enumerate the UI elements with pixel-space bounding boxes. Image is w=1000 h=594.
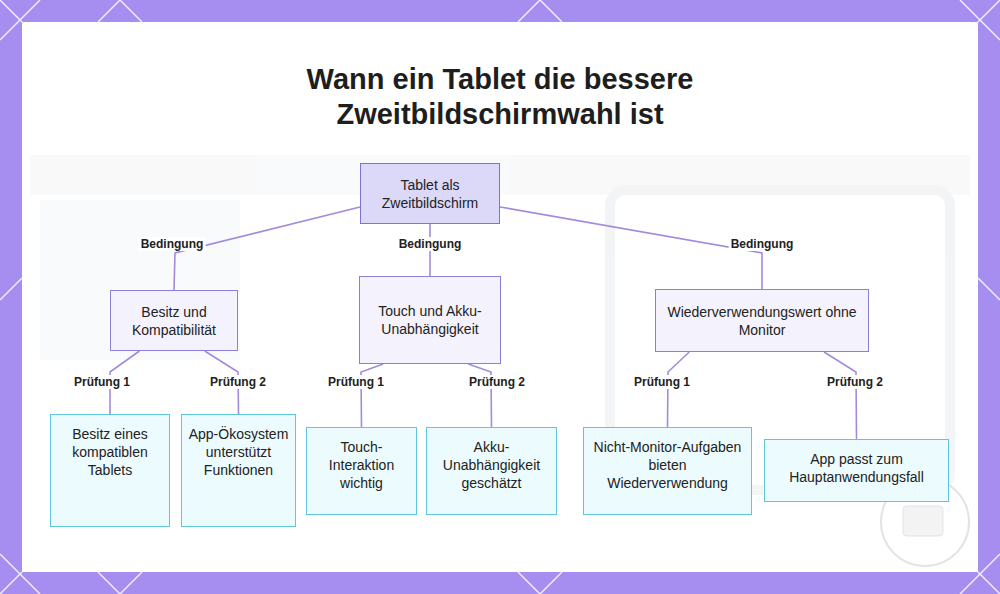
- condition-box: Besitz und Kompatibilität: [110, 290, 238, 351]
- edge-label: Prüfung 2: [467, 375, 527, 389]
- root-box: Tablet als Zweitbildschirm: [360, 163, 500, 224]
- check-box: Akku-Unabhängigkeit geschätzt: [426, 427, 557, 515]
- check-box: App passt zum Hauptanwendungsfall: [764, 439, 949, 502]
- node-label: Akku-Unabhängigkeit geschätzt: [433, 438, 550, 492]
- node-label: Touch-Interaktion wichtig: [313, 438, 410, 492]
- condition-box: Touch und Akku-Unabhängigkeit: [359, 276, 501, 364]
- content-panel: [22, 22, 978, 572]
- edge-label: Prüfung 1: [326, 375, 386, 389]
- check-box: App-Ökosystem unterstützt Funktionen: [181, 414, 296, 527]
- node-label: Besitz und Kompatibilität: [117, 303, 231, 339]
- connector-line: [361, 364, 383, 427]
- watermark-icon: [903, 506, 943, 536]
- node-label: Tablet als Zweitbildschirm: [367, 176, 493, 212]
- edge-label: Bedingung: [729, 237, 796, 251]
- check-box: Touch-Interaktion wichtig: [306, 427, 417, 515]
- node-label: App passt zum Hauptanwendungsfall: [771, 450, 942, 486]
- connector-line: [468, 364, 491, 427]
- edge-label: Bedingung: [139, 237, 206, 251]
- connector-line: [668, 352, 690, 427]
- node-label: Wiederverwendungswert ohne Monitor: [662, 303, 862, 339]
- node-label: Besitz eines kompatiblen Tablets: [57, 425, 163, 479]
- check-box: Besitz eines kompatiblen Tablets: [50, 414, 170, 527]
- title-text: Wann ein Tablet die bessere Zweitbildsch…: [280, 62, 720, 132]
- condition-box: Wiederverwendungswert ohne Monitor: [655, 289, 869, 352]
- edge-label: Bedingung: [397, 237, 464, 251]
- connector-line: [824, 352, 856, 439]
- node-label: Touch und Akku-Unabhängigkeit: [366, 302, 494, 338]
- check-box: Nicht-Monitor-Aufgaben bieten Wiederverw…: [583, 427, 752, 515]
- edge-label: Prüfung 2: [825, 375, 885, 389]
- edge-label: Prüfung 1: [632, 375, 692, 389]
- node-label: App-Ökosystem unterstützt Funktionen: [188, 425, 289, 479]
- diagram-title: Wann ein Tablet die bessere Zweitbildsch…: [0, 62, 1000, 132]
- connector-line: [500, 207, 762, 289]
- node-label: Nicht-Monitor-Aufgaben bieten Wiederverw…: [590, 438, 745, 492]
- edge-label: Prüfung 1: [72, 375, 132, 389]
- edge-label: Prüfung 2: [208, 375, 268, 389]
